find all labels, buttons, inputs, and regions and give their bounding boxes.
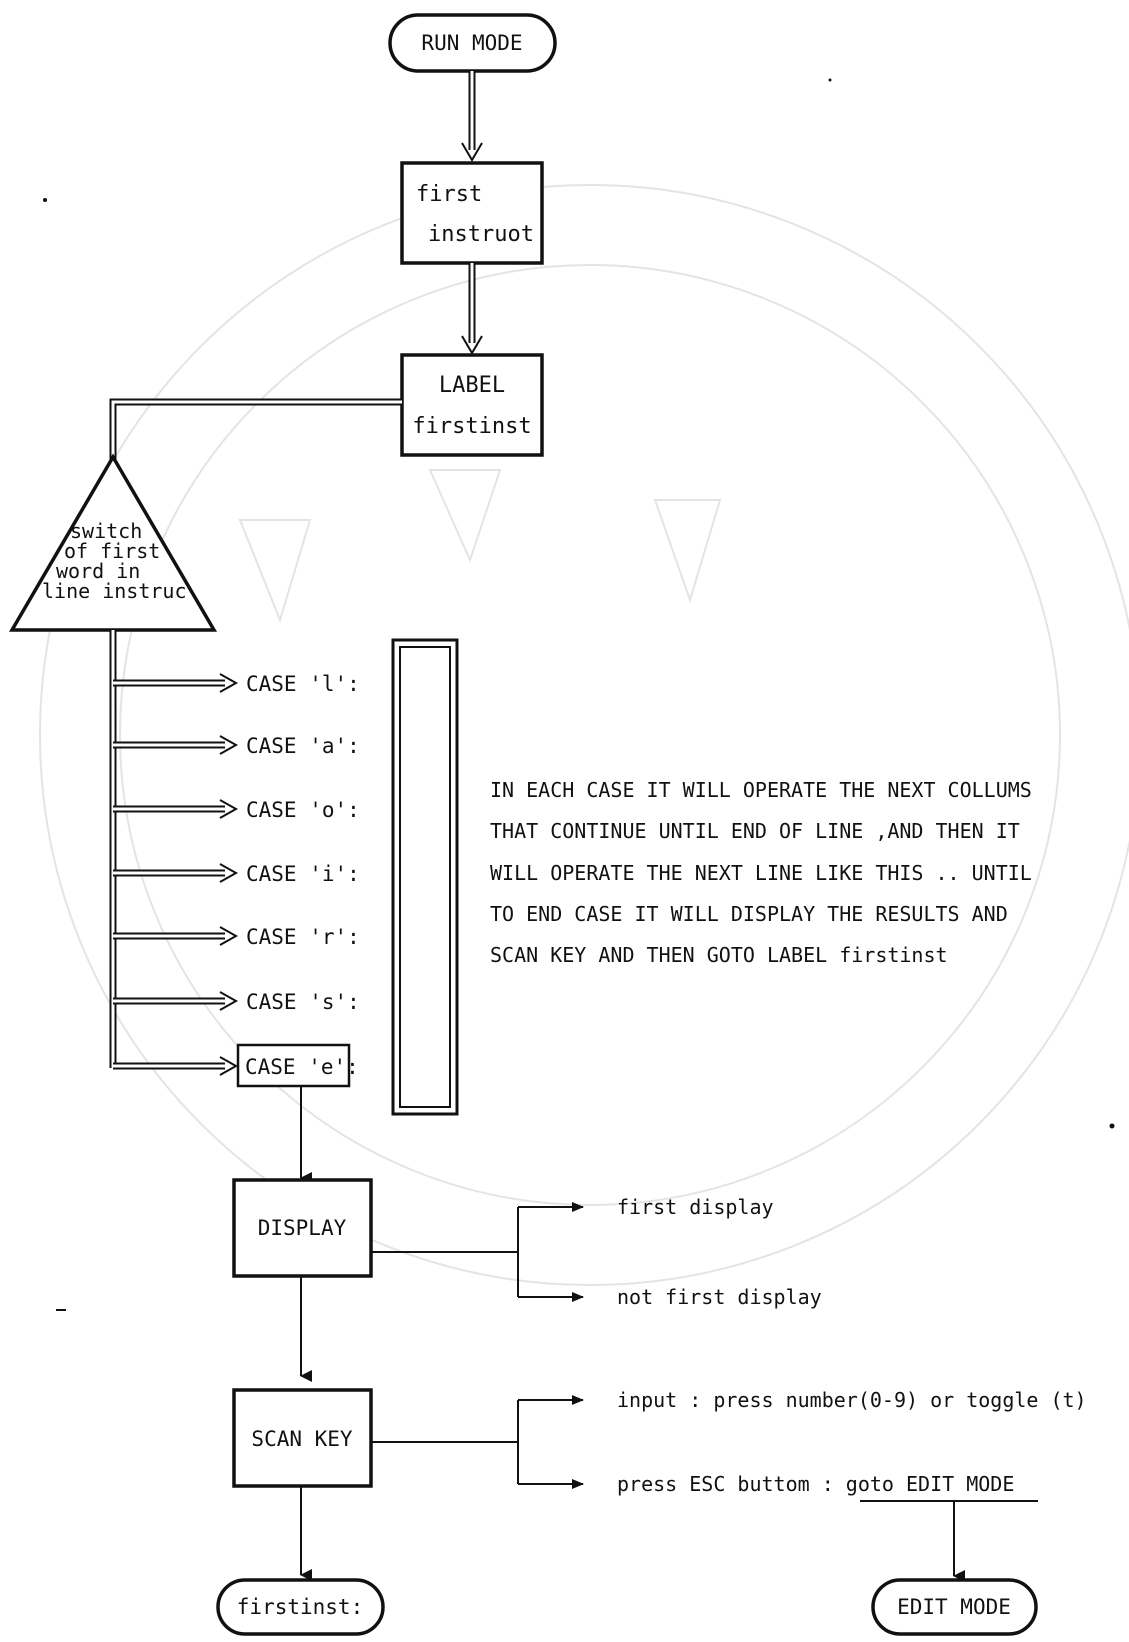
double-connector-2 — [462, 263, 482, 353]
firstinst-terminal-label: firstinst: — [237, 1595, 363, 1619]
edit-mode-terminal: EDIT MODE — [873, 1580, 1036, 1634]
switch-line-4: line instruc — [42, 579, 187, 603]
case-branch: CASE 'l': — [113, 672, 360, 696]
case-label: CASE 'a': — [246, 734, 360, 758]
label-box-line-2: firstinst — [412, 414, 531, 439]
case-label: CASE 'i': — [246, 862, 360, 886]
case-branch: CASE 's': — [113, 990, 360, 1014]
scan-speck — [43, 198, 47, 202]
case-branch: CASE 'r': — [113, 925, 360, 949]
case-branch: CASE 'i': — [113, 862, 360, 886]
label-box-line-1: LABEL — [439, 373, 505, 398]
scan-key-branches: input : press number(0-9) or toggle (t) … — [371, 1388, 1087, 1576]
scan-speck — [829, 79, 832, 82]
description-line: IN EACH CASE IT WILL OPERATE THE NEXT CO… — [490, 778, 1032, 802]
scan-speck — [1110, 1124, 1115, 1129]
display-branches: first display not first display — [371, 1195, 822, 1309]
case-operation-bracket — [393, 640, 457, 1114]
run-mode-terminal: RUN MODE — [390, 15, 555, 71]
first-instruction-line-1: first — [416, 182, 482, 207]
scan-key-label: SCAN KEY — [251, 1427, 353, 1451]
case-branches: CASE 'l': CASE 'a': CASE 'o': CASE 'i': … — [113, 672, 360, 1086]
case-branch: CASE 'o': — [113, 798, 360, 822]
double-connector-1 — [462, 71, 482, 160]
case-branch-last: CASE 'e': — [113, 1045, 359, 1086]
double-connector-3 — [113, 402, 402, 460]
first-instruction-line-2: instruot — [428, 222, 534, 247]
display-output: not first display — [617, 1285, 822, 1309]
edit-mode-terminal-label: EDIT MODE — [897, 1595, 1011, 1619]
case-label: CASE 'o': — [246, 798, 360, 822]
scan-key-box: SCAN KEY — [234, 1390, 371, 1486]
first-instruction-box: first instruot — [402, 163, 542, 263]
case-label: CASE 'l': — [246, 672, 360, 696]
display-label: DISPLAY — [258, 1216, 347, 1240]
watermark-seal — [40, 185, 1129, 1285]
scan-key-output: input : press number(0-9) or toggle (t) — [617, 1388, 1087, 1412]
description-text: IN EACH CASE IT WILL OPERATE THE NEXT CO… — [490, 778, 1032, 967]
case-label: CASE 's': — [246, 990, 360, 1014]
description-line: THAT CONTINUE UNTIL END OF LINE ,AND THE… — [490, 819, 1020, 843]
case-label-last: CASE 'e': — [245, 1055, 359, 1079]
description-line: TO END CASE IT WILL DISPLAY THE RESULTS … — [490, 902, 1008, 926]
firstinst-terminal: firstinst: — [218, 1580, 383, 1634]
run-mode-label: RUN MODE — [421, 31, 522, 55]
case-label: CASE 'r': — [246, 925, 360, 949]
description-line: WILL OPERATE THE NEXT LINE LIKE THIS .. … — [490, 861, 1032, 885]
display-box: DISPLAY — [234, 1180, 371, 1276]
description-line: SCAN KEY AND THEN GOTO LABEL firstinst — [490, 943, 948, 967]
scan-key-output: press ESC buttom : goto EDIT MODE — [617, 1472, 1014, 1496]
switch-triangle: switch of first word in line instruc — [12, 457, 214, 630]
case-branch: CASE 'a': — [113, 734, 360, 758]
label-firstinst-box: LABEL firstinst — [402, 355, 542, 455]
display-output: first display — [617, 1195, 774, 1219]
